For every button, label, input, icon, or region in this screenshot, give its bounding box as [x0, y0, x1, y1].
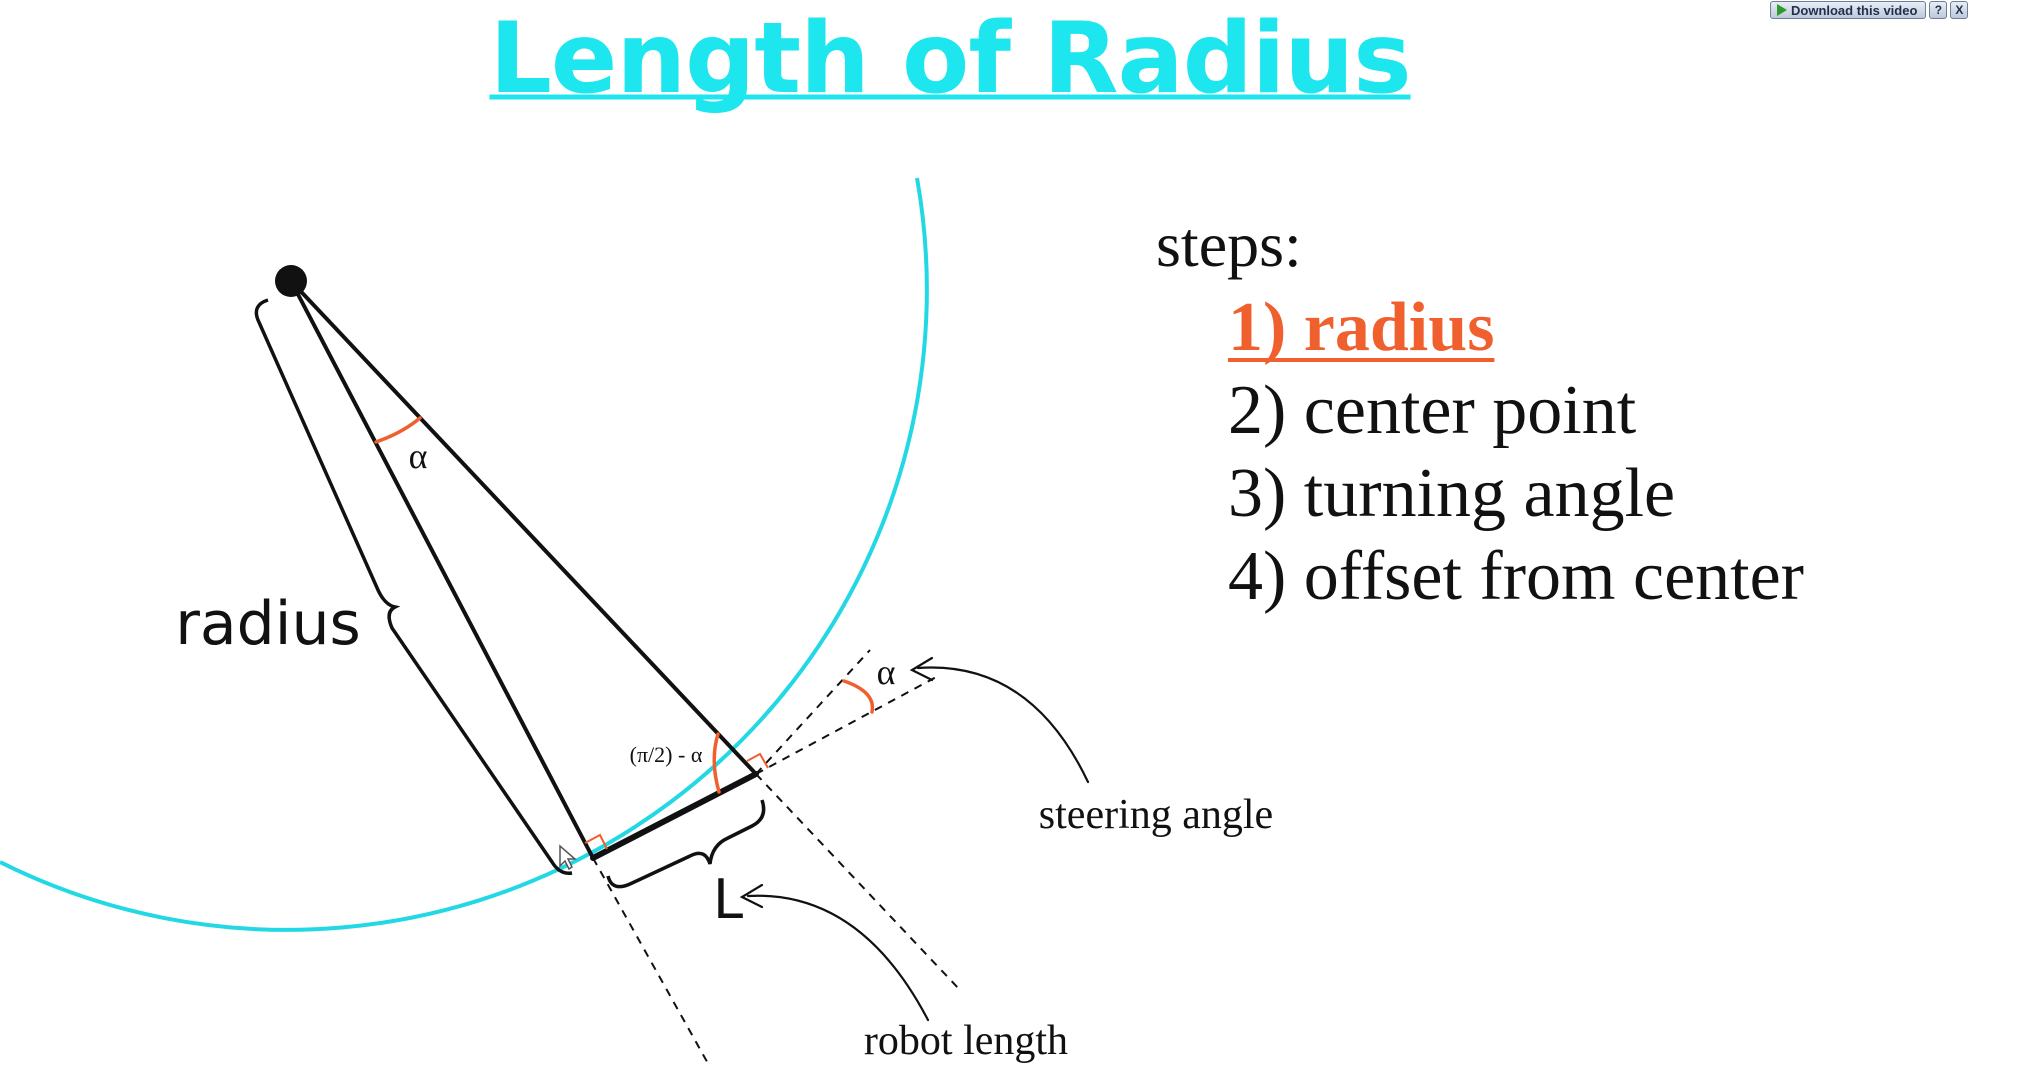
length-pointer-curve	[746, 894, 930, 1022]
steering-alpha-arc	[842, 679, 875, 714]
mouse-cursor-icon	[559, 844, 578, 871]
download-toolbar: Download this video ? X	[1770, 0, 1996, 20]
steering-angle-label: steering angle	[1039, 792, 1273, 838]
heading-extension	[755, 649, 871, 775]
radius-line-rear	[289, 279, 595, 860]
step-item-radius: 1) radius	[1228, 289, 1494, 366]
play-icon	[1777, 4, 1787, 16]
rear-axle-extension	[592, 857, 711, 1067]
alpha-steering-label: α	[877, 652, 896, 692]
alpha-center-label: α	[409, 436, 428, 476]
steps-list: 1) radius 2) center point 3) turning ang…	[1228, 289, 1804, 615]
complement-arc	[712, 732, 721, 794]
right-angle-rear	[584, 833, 608, 850]
right-angle-front	[746, 752, 769, 769]
radius-line-front	[289, 279, 758, 776]
alpha-arc-center	[374, 416, 422, 444]
help-button[interactable]: ?	[1929, 1, 1948, 19]
steering-arrowhead	[909, 656, 934, 682]
steering-pointer-curve	[916, 666, 1090, 784]
length-arrowhead	[739, 883, 764, 909]
complement-angle-label: (π/2) - α	[630, 742, 703, 767]
center-point	[275, 265, 307, 297]
front-axle-extension	[755, 773, 961, 991]
download-video-button[interactable]: Download this video	[1770, 1, 1927, 19]
radius-label: radius	[175, 589, 360, 659]
step-item-turning-angle: 3) turning angle	[1228, 455, 1675, 532]
length-brace	[606, 799, 766, 889]
robot-length-label: robot length	[864, 1018, 1068, 1064]
turning-circle	[0, 177, 929, 932]
radius-brace	[254, 298, 573, 876]
step-item-center-point: 2) center point	[1228, 372, 1637, 449]
robot-body-line	[590, 771, 759, 861]
steering-direction-line	[755, 674, 941, 775]
step-item-offset: 4) offset from center	[1228, 538, 1804, 615]
download-video-label: Download this video	[1791, 2, 1918, 18]
close-button[interactable]: X	[1950, 1, 1969, 19]
length-label: L	[713, 868, 743, 931]
steps-heading: steps:	[1156, 209, 1302, 280]
